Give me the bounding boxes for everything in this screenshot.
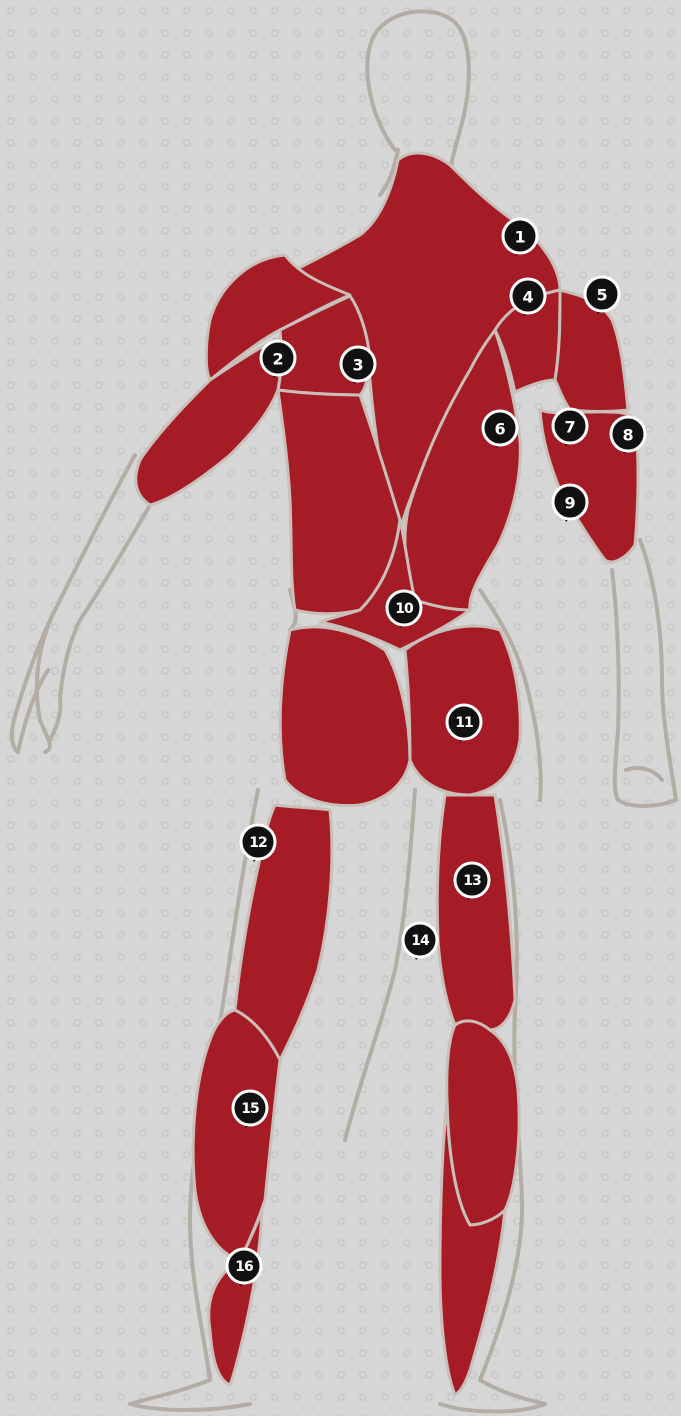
marker-label: 1: [514, 228, 525, 247]
marker-label: 16: [235, 1259, 253, 1275]
marker-label: 4: [522, 288, 533, 307]
marker-label: 7: [564, 418, 575, 437]
marker-label: 11: [455, 715, 473, 731]
marker-label: 5: [596, 286, 607, 305]
marker-label: 3: [352, 356, 363, 375]
marker-label: 8: [622, 426, 633, 445]
marker-label: 12: [249, 835, 267, 851]
marker-label: 14: [411, 933, 430, 949]
marker-label: 15: [241, 1101, 259, 1117]
marker-label: 13: [463, 873, 481, 889]
marker-label: 6: [494, 420, 505, 439]
marker-label: 9: [564, 494, 575, 513]
marker-label: 10: [395, 601, 414, 617]
marker-label: 2: [272, 350, 283, 369]
